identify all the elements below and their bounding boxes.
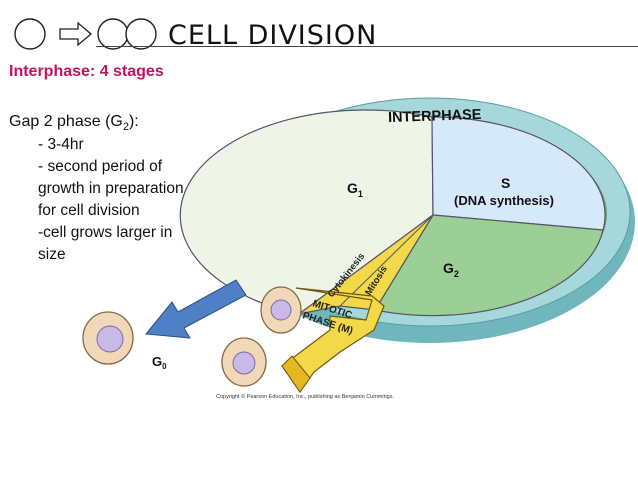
- g0-arrow: [145, 279, 247, 339]
- copyright-note: Copyright © Pearson Education, Inc., pub…: [216, 394, 395, 400]
- header-icons: [14, 18, 157, 50]
- circle-icon: [14, 18, 46, 50]
- circle-icon: [125, 18, 157, 50]
- arrow-icon: [59, 21, 93, 47]
- bullet-item: - 3-4hr: [38, 136, 84, 153]
- mitotic-wedge-divider: [339, 214, 434, 307]
- bullet-item: -cell grows larger in: [38, 224, 173, 241]
- title-underline: [96, 46, 638, 47]
- bullet-item: growth in preparation: [38, 180, 184, 197]
- phase-heading: Gap 2 phase (G2):: [9, 113, 139, 134]
- daughter-cell: [221, 337, 267, 387]
- g0-label: G0: [152, 354, 167, 371]
- s-label: S: [501, 175, 510, 191]
- g2-label: G2: [443, 260, 459, 279]
- bullet-item: size: [38, 246, 66, 263]
- mitotic-arrow-side: [281, 355, 311, 393]
- section-subtitle: Interphase: 4 stages: [9, 63, 164, 80]
- s-detail-label: (DNA synthesis): [454, 193, 554, 208]
- bullet-item: for cell division: [38, 202, 140, 219]
- bullet-list: - 3-4hr - second period of growth in pre…: [38, 134, 238, 266]
- page-title: CELL DIVISION: [168, 20, 378, 51]
- g2-sector: [374, 214, 604, 317]
- g0-cell: [82, 311, 134, 365]
- interphase-label: INTERPHASE: [388, 107, 482, 126]
- s-sector: [431, 116, 606, 231]
- dividing-cell: [260, 286, 302, 334]
- g1-label: G1: [347, 180, 363, 199]
- bullet-item: - second period of: [38, 158, 163, 175]
